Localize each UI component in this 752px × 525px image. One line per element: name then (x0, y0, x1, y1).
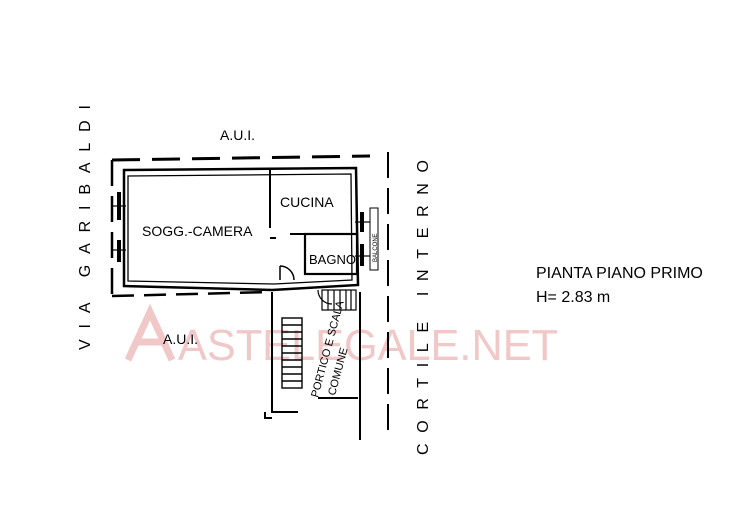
boundary-top-dashed (111, 154, 371, 162)
boundary-bottom-dashed (111, 290, 271, 298)
stair-flight-right (321, 289, 357, 311)
outer-wall (122, 166, 360, 292)
aui-left-label: A.U.I. (163, 331, 198, 347)
bathroom-walls (303, 232, 359, 276)
portico-walls (264, 292, 361, 440)
portico-step-wall (264, 412, 272, 419)
plan-height: H= 2.83 m (536, 289, 610, 306)
street-label: VIA GARIBALDI (77, 105, 94, 350)
balcony-label: BALCONE (373, 233, 379, 262)
window-ticks (112, 205, 370, 257)
courtyard-label: CORTILE INTERNO (415, 160, 432, 455)
plan-title: PIANTA PIANO PRIMO (536, 265, 703, 282)
room-label-kitchen: CUCINA (280, 194, 334, 210)
room-label-bathroom: BAGNO (309, 252, 356, 267)
entrance-door-arc (279, 265, 295, 281)
property-boundaries (110, 152, 389, 436)
outer-wall-inner (127, 173, 353, 285)
stair-door-arc (317, 289, 333, 305)
apartment-walls (122, 166, 360, 292)
stair-flight-right-frame (321, 289, 357, 311)
stair-flight-left (281, 317, 303, 389)
watermark-text: ASTELEGALE.NET (178, 321, 558, 370)
watermark: ASTELEGALE.NET (124, 303, 558, 370)
watermark-logo-icon (124, 303, 176, 362)
portico-left-wall (271, 292, 298, 413)
balcony-strip (369, 207, 379, 271)
room-label-living: SOGG.-CAMERA (142, 223, 253, 239)
aui-top-label: A.U.I. (220, 127, 255, 143)
